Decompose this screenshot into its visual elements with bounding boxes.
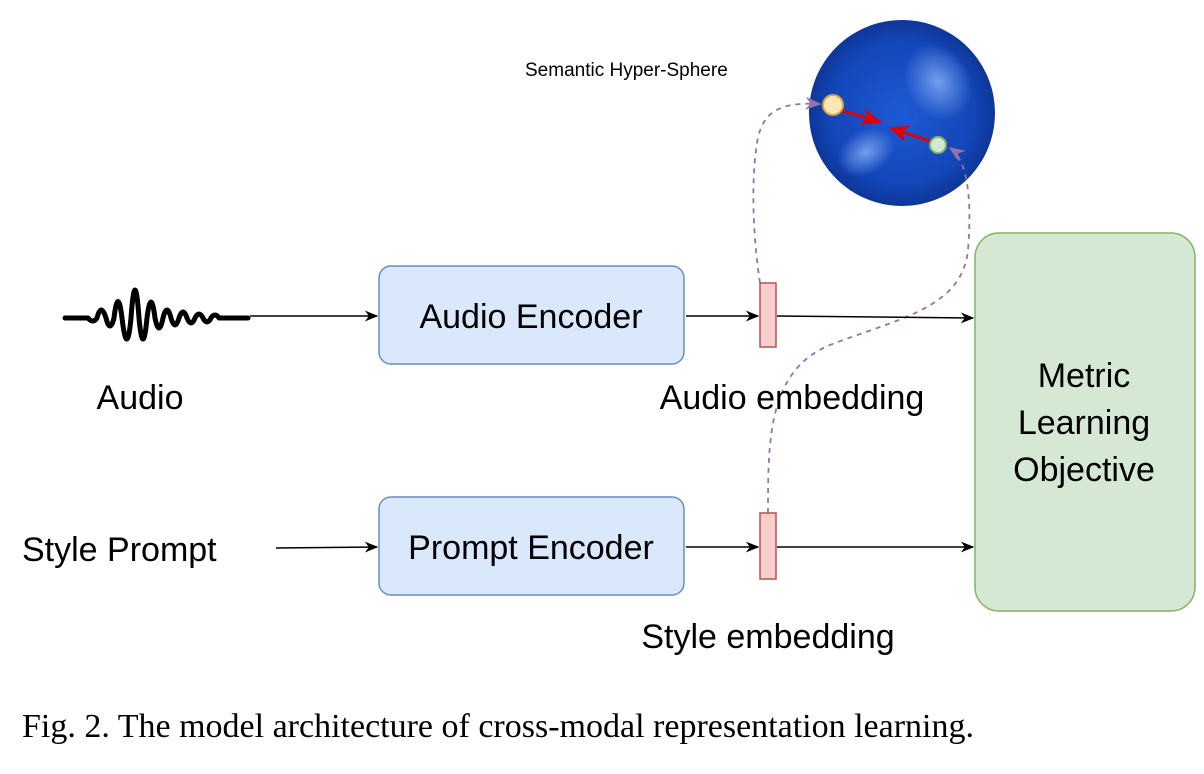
audio-encoder-label: Audio Encoder [419, 298, 642, 336]
sphere-highlight-bottom [837, 127, 895, 177]
pull-arrows [839, 108, 931, 143]
audio-embedding-label: Audio embedding [660, 379, 925, 417]
pull-arrow-to-audio [888, 125, 931, 143]
audio-input-label: Audio [97, 379, 184, 417]
objective-label-line-1: Metric [1038, 357, 1131, 395]
objective-label-line-3: Objective [1013, 451, 1155, 489]
style-embedding-label: Style embedding [641, 618, 894, 656]
objective-label-line-2: Learning [1018, 404, 1150, 442]
style-prompt-input-label: Style Prompt [22, 531, 217, 569]
metric-learning-objective-box [974, 232, 1196, 612]
style-embedding-projection [767, 147, 971, 514]
audio-waveform-icon [62, 287, 251, 342]
style-embedding-vector [759, 512, 777, 580]
figure-caption: Fig. 2. The model architecture of cross-… [22, 708, 974, 745]
audio-encoder-box [378, 265, 685, 365]
semantic-hypersphere [809, 20, 995, 206]
prompt-encoder-box [378, 496, 685, 596]
pull-arrow-to-style [839, 108, 883, 125]
architecture-diagram: Semantic Hyper-Sphere Audio Style Prompt… [22, 20, 1196, 656]
sphere-label: Semantic Hyper-Sphere [525, 60, 728, 81]
flow-arrows [250, 310, 975, 553]
prompt-encoder-label: Prompt Encoder [408, 529, 654, 567]
audio-embedding-projection [752, 96, 822, 284]
arrow-audio-embedding-to-objective [776, 312, 975, 324]
audio-embedding-vector [759, 282, 777, 348]
arrow-prompt-to-encoder [275, 541, 379, 553]
audio-point [822, 94, 844, 116]
style-point [929, 136, 947, 154]
sphere-highlight-top [903, 43, 973, 121]
